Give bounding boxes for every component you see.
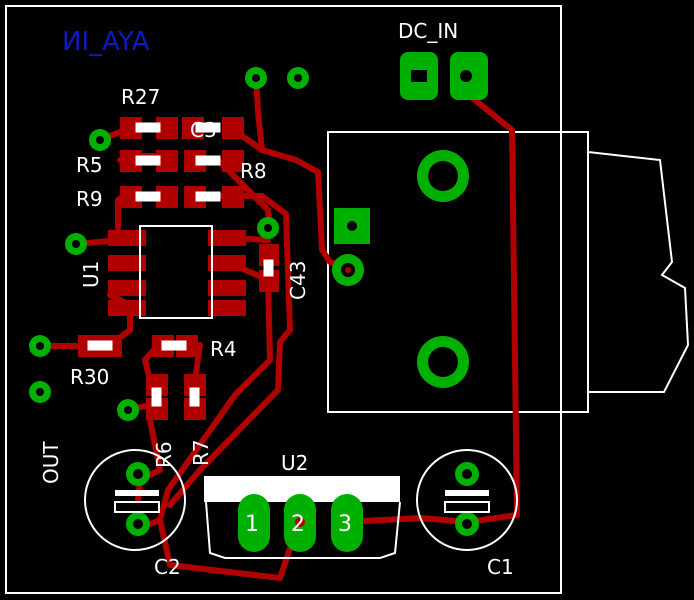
u2-pin-3-label: 3 (338, 512, 352, 537)
u1-body (139, 225, 213, 319)
label-r5: R5 (76, 153, 103, 177)
label-c3: C3 (190, 118, 217, 142)
label-r9: R9 (76, 187, 103, 211)
u2-pin-2-label: 2 (291, 512, 305, 537)
label-out: OUT (39, 441, 63, 484)
board-outline (5, 5, 562, 594)
capacitor-c1 (416, 449, 518, 551)
board-title: ИI_AYA (62, 27, 150, 57)
label-r8: R8 (240, 159, 267, 183)
label-c2: C2 (154, 555, 181, 579)
label-c1: C1 (487, 555, 514, 579)
u2-pin-1-label: 1 (245, 512, 259, 537)
label-r7: R7 (189, 439, 213, 466)
through-hole-pads (29, 52, 488, 421)
label-u2: U2 (281, 451, 308, 475)
label-dc-in: DC_IN (398, 19, 458, 43)
label-r30: R30 (70, 365, 109, 389)
dc-jack-outline (327, 131, 690, 413)
label-u1: U1 (79, 261, 103, 288)
label-r6: R6 (152, 441, 176, 468)
label-r27: R27 (121, 85, 160, 109)
regulator-u2 (204, 476, 401, 559)
smd-silk (87, 122, 274, 407)
capacitor-c2 (84, 449, 186, 551)
label-c43: C43 (286, 261, 310, 300)
label-r4: R4 (210, 337, 237, 361)
